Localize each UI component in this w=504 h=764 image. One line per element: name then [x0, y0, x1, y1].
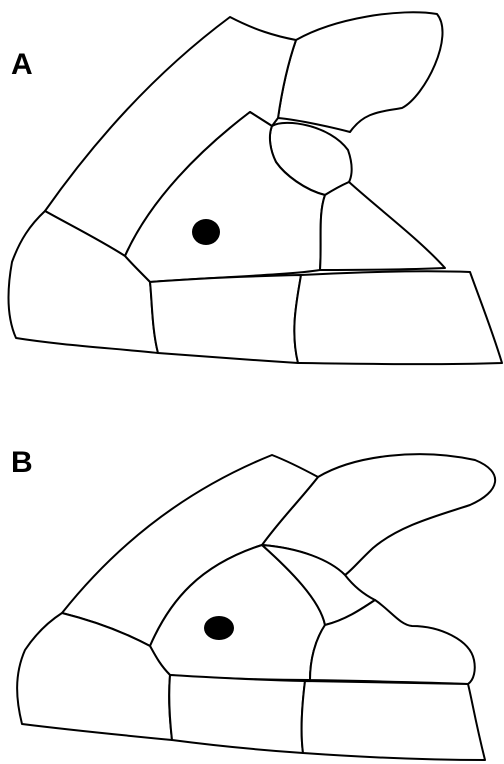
- triangle-plate-a: [320, 182, 445, 270]
- lower-middle-plate-a: [150, 275, 301, 363]
- lower-middle-plate-b: [169, 675, 305, 753]
- lower-rear-plate-b: [302, 681, 485, 760]
- lower-rear-plate-a: [294, 271, 502, 364]
- diagram-panel-a: [9, 12, 502, 364]
- crest-plate-a: [278, 12, 443, 132]
- black-spot-a: [192, 219, 220, 245]
- black-spot-b: [204, 616, 234, 640]
- diagram-panel-b: [17, 454, 495, 760]
